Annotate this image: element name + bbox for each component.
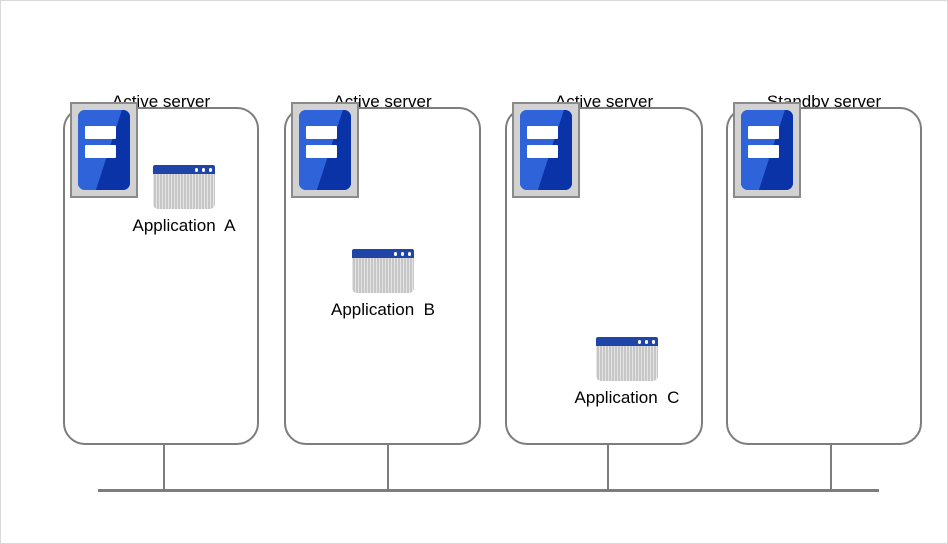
server-unit-icon-2 [291,102,359,198]
network-drop-line-3 [607,445,609,490]
application-window-icon-2 [352,249,414,293]
server-icon-bar [527,145,559,159]
app-titlebar [596,337,658,346]
server-icon-bar [85,145,117,159]
server-icon-bar [527,126,559,139]
server-icon-bar [748,145,780,159]
server-unit-icon-1 [70,102,138,198]
server-icon-bar [85,126,117,139]
server-column-2: Active server Server 2 Application B [284,1,481,543]
application-group-2[interactable]: Application B [318,249,448,320]
server-unit-icon-3 [512,102,580,198]
network-drop-line-1 [163,445,165,490]
server-column-3: Active server Server 3 Application C [505,1,703,543]
application-group-1[interactable]: Application A [119,165,249,236]
network-drop-line-4 [830,445,832,490]
server-icon-bar [306,126,338,139]
application-label-1: Application A [132,216,236,235]
server-icon-bar [306,145,338,159]
network-bus-line [98,489,879,492]
server-icon-bar [748,126,780,139]
application-group-3[interactable]: Application C [561,337,693,408]
application-window-icon-3 [596,337,658,381]
app-window-dot [208,168,212,172]
app-titlebar [352,249,414,258]
app-window-dot [201,168,205,172]
application-window-icon-1 [153,165,215,209]
app-window-dot [400,252,404,256]
application-label-3: Application C [574,388,680,407]
network-drop-line-2 [387,445,389,490]
application-label-2: Application B [331,300,435,319]
app-window-dot [194,168,198,172]
server-column-4: Standby server Server 4 [726,1,922,543]
app-window-dot [644,340,648,344]
server-column-1: Active server Server 1 Application A [63,1,259,543]
app-window-dot [651,340,655,344]
app-titlebar [153,165,215,174]
app-window-dot [407,252,411,256]
app-window-dot [393,252,397,256]
server-unit-icon-4 [733,102,801,198]
app-window-dot [637,340,641,344]
